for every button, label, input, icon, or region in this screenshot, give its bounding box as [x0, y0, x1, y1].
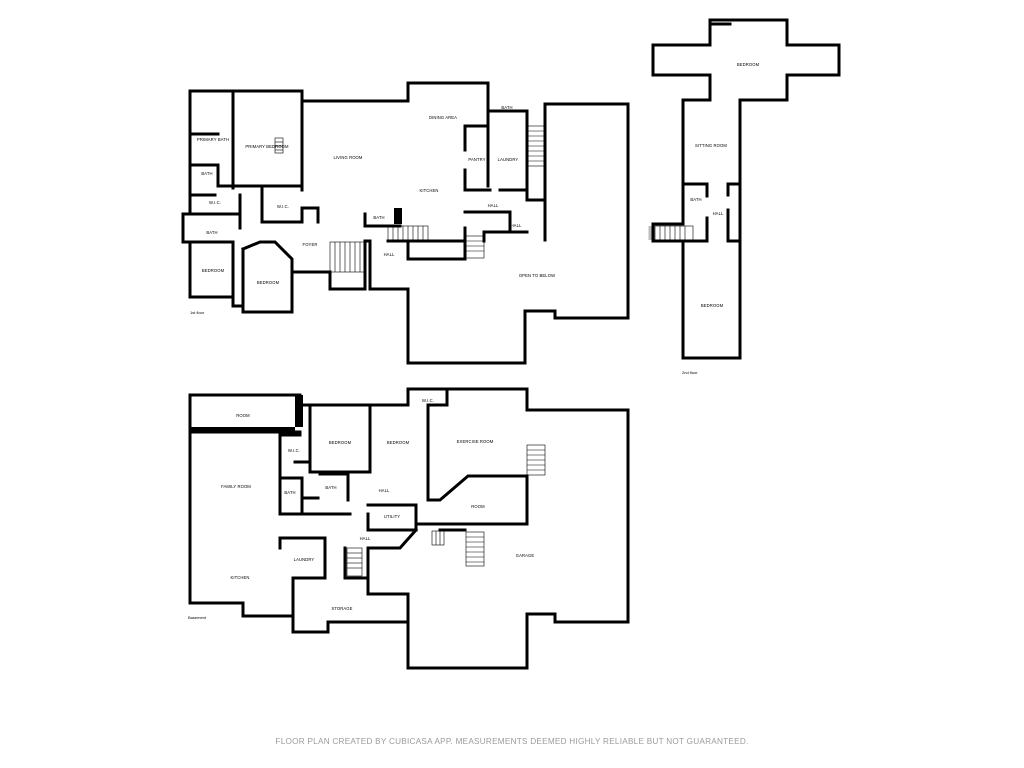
- floor-label-first: 1st floor: [190, 310, 205, 315]
- room-exercise-room: EXERCISE ROOM: [457, 439, 494, 444]
- room-basement-bath-a: BATH: [284, 490, 295, 495]
- room-wic-left: W.I.C.: [209, 200, 221, 205]
- room-kitchen: KITCHEN: [419, 188, 438, 193]
- first-floor-plan: PRIMARY BATH PRIMARY BEDROOM LIVING ROOM…: [181, 81, 630, 365]
- room-wic-center: W.I.C.: [277, 204, 289, 209]
- room-basement-hall-top: HALL: [379, 488, 390, 493]
- room-basement-wic-top: W.I.C.: [422, 398, 434, 403]
- room-basement-laundry: LAUNDRY: [294, 557, 315, 562]
- room-pantry: PANTRY: [468, 157, 485, 162]
- room-hall-right: HALL: [488, 203, 499, 208]
- room-primary-bath: PRIMARY BATH: [197, 137, 229, 142]
- room-basement-room-mid: ROOM: [471, 504, 485, 509]
- room-basement-bedroom-b: BEDROOM: [387, 440, 410, 445]
- basement-plan: ROOM W.I.C. BEDROOM BEDROOM EXERCISE ROO…: [188, 387, 630, 670]
- footer-disclaimer: FLOOR PLAN CREATED BY CUBICASA APP. MEAS…: [275, 737, 749, 746]
- room-upper-hall: HALL: [713, 211, 724, 216]
- room-primary-bedroom: PRIMARY BEDROOM: [245, 144, 289, 149]
- room-sitting-room: SITTING ROOM: [695, 143, 727, 148]
- room-hall-center: HALL: [511, 223, 522, 228]
- room-utility: UTILITY: [384, 514, 400, 519]
- room-upper-bedroom-top: BEDROOM: [737, 62, 760, 67]
- room-storage: STORAGE: [331, 606, 352, 611]
- room-garage: GARAGE: [516, 553, 535, 558]
- room-open-to-below: OPEN TO BELOW: [519, 273, 555, 278]
- room-basement-hall-bottom: HALL: [360, 536, 371, 541]
- room-bath-mid: BATH: [373, 215, 384, 220]
- room-foyer: FOYER: [303, 242, 318, 247]
- room-upper-bath: BATH: [690, 197, 701, 202]
- room-upper-bedroom-bottom: BEDROOM: [701, 303, 724, 308]
- room-bedroom-center: BEDROOM: [257, 280, 280, 285]
- room-dining-area: DINING AREA: [429, 115, 457, 120]
- room-laundry: LAUNDRY: [498, 157, 519, 162]
- room-basement-kitchen: KITCHEN: [230, 575, 249, 580]
- second-floor-plan: BEDROOM SITTING ROOM BATH HALL BEDROOM 2…: [648, 18, 841, 375]
- room-living-room: LIVING ROOM: [333, 155, 362, 160]
- room-bath-small: BATH: [201, 171, 212, 176]
- floor-label-basement: Basement: [188, 615, 207, 620]
- room-hall-stair: HALL: [384, 252, 395, 257]
- room-family-room: FAMILY ROOM: [221, 484, 251, 489]
- room-basement-bath-b: BATH: [325, 485, 336, 490]
- room-bath-left: BATH: [206, 230, 217, 235]
- room-bedroom-left: BEDROOM: [202, 268, 225, 273]
- room-basement-room-top: ROOM: [236, 413, 250, 418]
- floor-label-second: 2nd floor: [682, 370, 698, 375]
- room-basement-wic-left: W.I.C.: [288, 448, 300, 453]
- room-basement-bedroom-a: BEDROOM: [329, 440, 352, 445]
- room-bath-top: BATH: [501, 105, 512, 110]
